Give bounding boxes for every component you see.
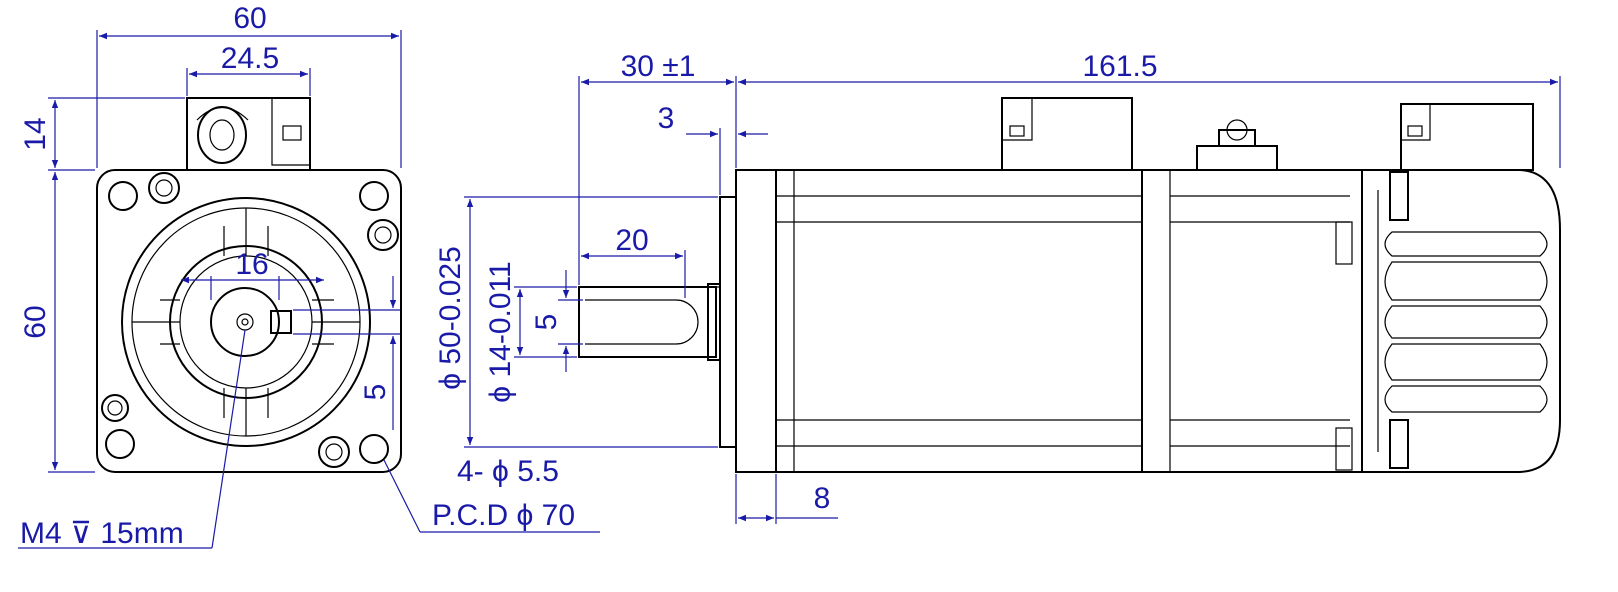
hole-dia: 5.5 bbox=[517, 455, 559, 488]
side-pilot bbox=[719, 196, 737, 448]
mounting-holes bbox=[105, 181, 389, 464]
pcd-prefix: P.C.D bbox=[432, 499, 508, 532]
side-dimensions: 30 ±1 161.5 3 20 5 ϕ 14-0.011 bbox=[434, 50, 1561, 524]
side-shaft bbox=[578, 283, 721, 361]
side-connectors bbox=[1001, 97, 1534, 171]
dim-holes: 4- ϕ 5.5 bbox=[457, 455, 559, 488]
dim-front-height: 60 bbox=[19, 305, 52, 338]
side-view bbox=[578, 97, 1561, 473]
side-body bbox=[735, 169, 1363, 473]
dim-connector-width: 24.5 bbox=[221, 42, 279, 75]
socket-screws bbox=[101, 172, 399, 468]
pilot-dia-symbol: ϕ bbox=[434, 373, 467, 390]
dim-flange-thickness: 3 bbox=[658, 102, 675, 135]
dim-shaft-dia: ϕ 14-0.011 bbox=[484, 261, 517, 402]
shaft-dia-symbol: ϕ bbox=[484, 386, 517, 403]
hole-count: 4- bbox=[457, 455, 484, 488]
dim-key-offset: 5 bbox=[359, 384, 392, 401]
pilot-dia: 50-0.025 bbox=[434, 246, 467, 364]
hole-dia-symbol: ϕ bbox=[492, 455, 509, 488]
dim-front-width: 60 bbox=[233, 2, 266, 35]
front-dimensions: 60 24.5 14 60 16 5 M4 ⊽ 15mm bbox=[18, 2, 600, 550]
shaft-length: 30 bbox=[621, 50, 654, 83]
thread-size: M4 bbox=[20, 517, 62, 550]
flange-rings bbox=[121, 197, 371, 447]
dim-connector-height: 14 bbox=[19, 117, 52, 150]
dim-body-length: 161.5 bbox=[1082, 50, 1157, 83]
pcd-dia-symbol: ϕ bbox=[517, 499, 534, 532]
dim-flange-width: 8 bbox=[814, 482, 831, 515]
shaft-dia: 14-0.011 bbox=[484, 261, 517, 377]
dim-thread: M4 ⊽ 15mm bbox=[20, 517, 184, 550]
dim-pilot-dia: ϕ 50-0.025 bbox=[434, 246, 467, 390]
thread-depth: 15mm bbox=[100, 517, 183, 550]
shaft-end bbox=[210, 287, 292, 357]
dim-shaft-length: 30 ±1 bbox=[621, 50, 696, 83]
front-view bbox=[96, 97, 402, 473]
dim-key-width: 5 bbox=[530, 314, 563, 331]
dim-key-length: 20 bbox=[615, 224, 648, 257]
thread-depth-symbol: ⊽ bbox=[70, 517, 92, 550]
pcd-value: 70 bbox=[542, 499, 575, 532]
front-connector bbox=[186, 97, 311, 170]
dim-shaft-small: 16 bbox=[235, 248, 268, 281]
dim-pcd: P.C.D ϕ 70 bbox=[432, 499, 575, 532]
side-encoder-cap bbox=[1335, 169, 1561, 473]
front-body-outline bbox=[96, 169, 402, 473]
shaft-tolerance: ±1 bbox=[662, 50, 695, 83]
